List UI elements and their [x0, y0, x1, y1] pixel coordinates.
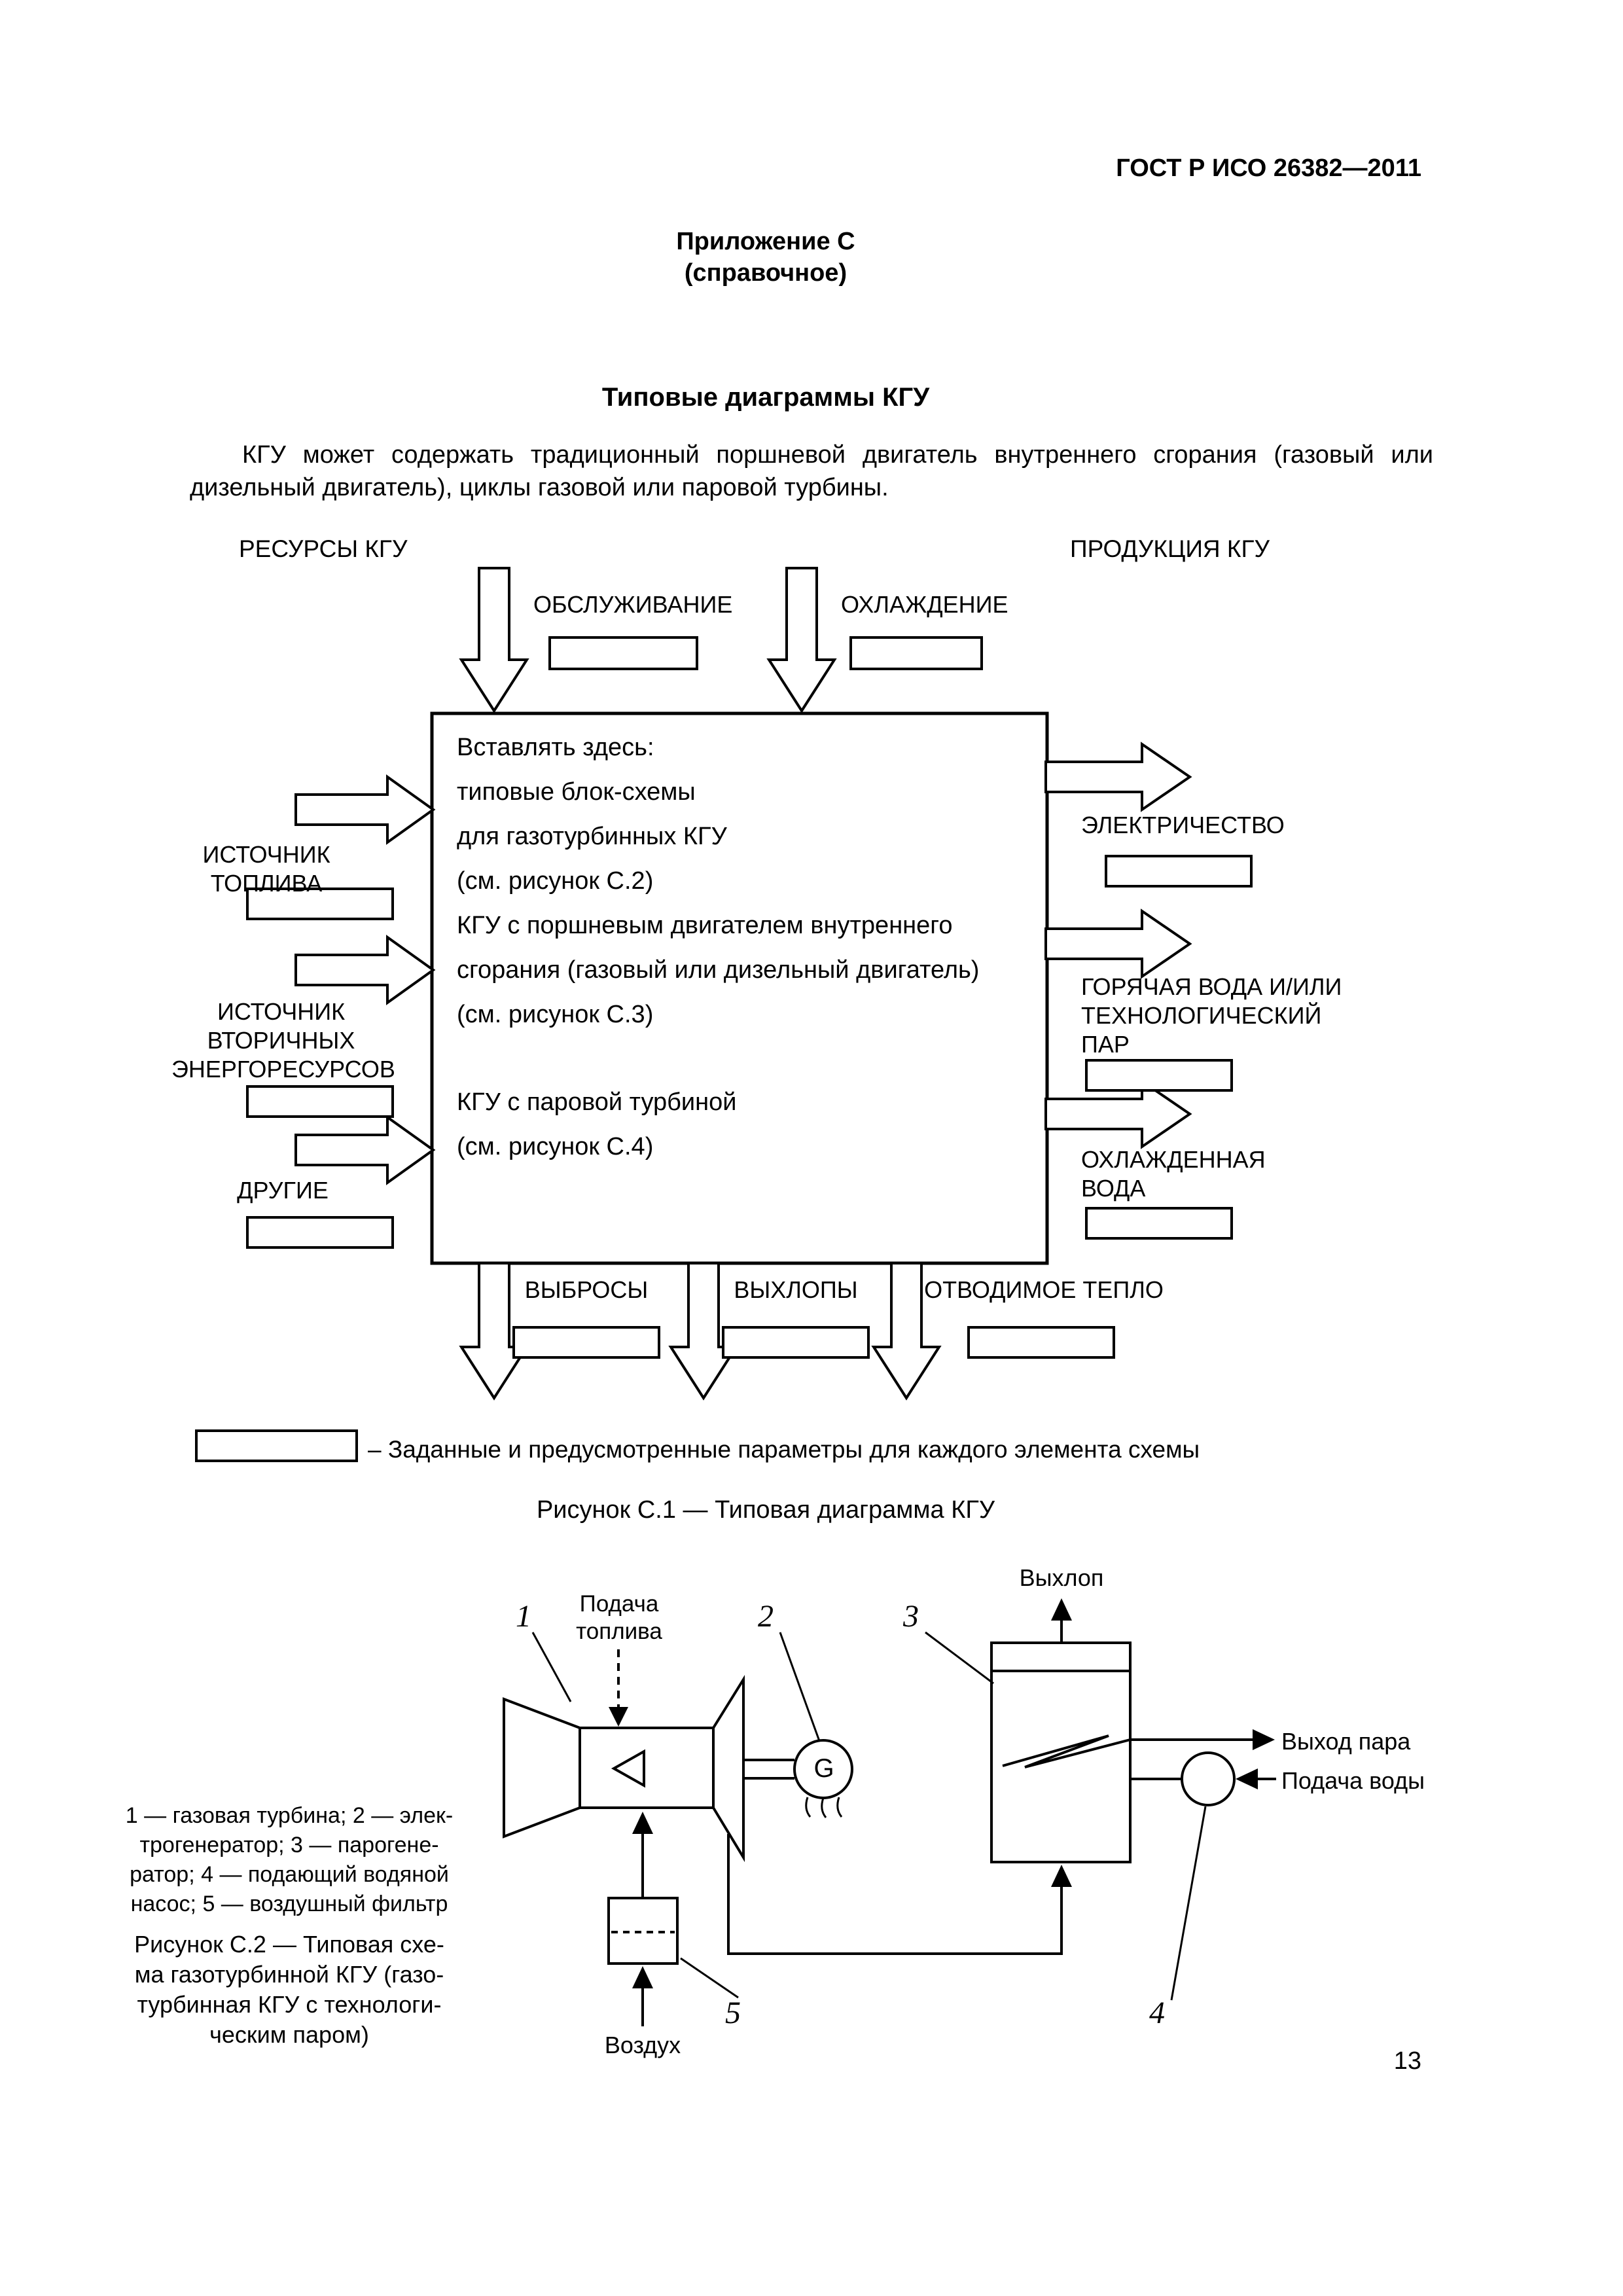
callout-number-2: 2	[758, 1599, 774, 1634]
figure-c1-caption: Рисунок С.1 — Типовая диаграмма КГУ	[536, 1496, 995, 1524]
fuel-source-arrow	[294, 774, 436, 845]
emissions-arrow	[459, 1262, 529, 1401]
appendix-label: Приложение С	[676, 228, 855, 255]
water-in-label: Подача воды	[1281, 1767, 1425, 1794]
param-box-hot-water	[1085, 1059, 1233, 1092]
fig-c2-diagram	[503, 1598, 1276, 2026]
service-label: ОБСЛУЖИВАНИЕ	[533, 591, 733, 618]
chilled-water-label: ОХЛАЖДЕННАЯ ВОДА	[1081, 1146, 1266, 1202]
generator-lead-3	[836, 1797, 843, 1818]
air-filter-box	[607, 1897, 679, 1965]
steam-out-label: Выход пара	[1281, 1728, 1411, 1755]
param-box-service	[548, 636, 698, 670]
param-box-cooling	[849, 636, 983, 670]
fig-c1-diagram	[195, 567, 1253, 1462]
param-box-other	[246, 1216, 394, 1249]
insert-box-line: сгорания (газовый или дизельный двигател…	[457, 956, 980, 984]
leader-2	[779, 1632, 821, 1742]
removed-heat-label: ОТВОДИМОЕ ТЕПЛО	[924, 1276, 1164, 1303]
products-label: ПРОДУКЦИЯ КГУ	[1070, 535, 1270, 562]
compressor-shape	[503, 1697, 581, 1839]
param-box-exhaust	[722, 1326, 870, 1359]
insert-box-text: Вставлять здесь: типовые блок-схемы для …	[457, 725, 1033, 1169]
figure-c2-legend: 1 — газовая турбина; 2 — элек- трогенера…	[125, 1803, 454, 1916]
fuel-supply-label: Подача топлива	[576, 1591, 662, 1644]
callout-number-5: 5	[725, 1996, 741, 2030]
generator-lead-2	[821, 1797, 827, 1818]
param-box-emissions	[512, 1326, 660, 1359]
fuel-arrowhead	[609, 1707, 628, 1727]
service-arrow	[459, 567, 529, 713]
param-box-electricity	[1105, 855, 1253, 888]
generator-letter: G	[813, 1754, 834, 1783]
emissions-label: ВЫБРОСЫ	[524, 1276, 649, 1303]
burner-triangle	[611, 1749, 645, 1788]
secondary-source-arrow	[294, 935, 436, 1005]
param-box-secondary	[246, 1085, 394, 1118]
param-box-fuel	[246, 888, 394, 920]
param-box-removed-heat	[967, 1326, 1115, 1359]
exhaust-duct-arrowhead	[1051, 1865, 1072, 1887]
water-in-arrowhead	[1236, 1768, 1258, 1789]
leader-3	[925, 1631, 994, 1685]
air-inlet-arrowhead	[632, 1966, 653, 1988]
central-box	[430, 711, 1049, 1265]
steam-generator-box	[990, 1641, 1132, 1863]
generator-lead-1	[805, 1797, 812, 1818]
leader-5	[680, 1957, 739, 1999]
insert-box-line: (см. рисунок С.4)	[457, 1133, 654, 1160]
cooling-label: ОХЛАЖДЕНИЕ	[841, 591, 1008, 618]
insert-box-line: (см. рисунок С.3)	[457, 1001, 654, 1028]
other-source-arrow	[294, 1115, 436, 1185]
feed-pump-circle	[1181, 1751, 1236, 1806]
air-label: Воздух	[604, 2032, 681, 2058]
combustor-box	[579, 1727, 715, 1809]
secondary-source-label: ИСТОЧНИК ВТОРИЧНЫХ ЭНЕРГОРЕСУРСОВ	[171, 998, 395, 1083]
chilled-water-arrow	[1044, 1079, 1192, 1149]
appendix-kind: (справочное)	[684, 259, 847, 287]
callout-number-1: 1	[516, 1599, 531, 1634]
callout-number-3: 3	[903, 1599, 919, 1634]
stack-arrowhead	[1051, 1598, 1072, 1621]
electricity-arrow	[1044, 742, 1192, 812]
doc-number: ГОСТ Р ИСО 26382—2011	[1116, 154, 1421, 182]
param-box-chilled-water	[1085, 1207, 1233, 1240]
hot-water-arrow	[1044, 908, 1192, 979]
leader-1	[531, 1632, 572, 1702]
intro-paragraph: КГУ может содержать традиционный поршнев…	[190, 441, 1433, 501]
steam-out-arrowhead	[1253, 1729, 1275, 1750]
insert-box-line: (см. рисунок С.2)	[457, 867, 654, 895]
insert-box-line: КГУ с поршневым двигателем внутреннего	[457, 912, 953, 939]
page-number: 13	[1393, 2047, 1421, 2075]
fuel-source-label: ИСТОЧНИК ТОПЛИВА	[202, 841, 330, 897]
insert-box-line: для газотурбинных КГУ	[457, 823, 727, 850]
insert-box-line: Вставлять здесь:	[457, 734, 654, 761]
cooling-arrow	[766, 567, 837, 713]
figure-c2-caption: Рисунок С.2 — Типовая схе- ма газотурбин…	[134, 1931, 444, 2048]
electricity-label: ЭЛЕКТРИЧЕСТВО	[1081, 812, 1285, 838]
exhaust-arrow	[668, 1262, 739, 1401]
hot-water-label: ГОРЯЧАЯ ВОДА И/ИЛИ ТЕХНОЛОГИЧЕСКИЙ ПАР	[1081, 973, 1342, 1058]
resources-label: РЕСУРСЫ КГУ	[239, 535, 408, 562]
section-title: Типовые диаграммы КГУ	[601, 383, 930, 412]
removed-heat-arrow	[871, 1262, 942, 1401]
turbine-shape	[712, 1674, 745, 1863]
legend-text: – Заданные и предусмотренные параметры д…	[368, 1436, 1200, 1463]
callout-number-4: 4	[1149, 1996, 1165, 2030]
legend-sample-box	[195, 1429, 358, 1462]
heat-exchanger-zigzag	[1002, 1734, 1131, 1768]
exhaust-label: ВЫХЛОПЫ	[734, 1276, 858, 1303]
leader-4	[1170, 1806, 1207, 2001]
insert-box-line: типовые блок-схемы	[457, 778, 696, 806]
insert-box-line: КГУ с паровой турбиной	[457, 1088, 737, 1116]
other-source-label: ДРУГИЕ	[237, 1177, 329, 1204]
stack-exhaust-label: Выхлоп	[1019, 1564, 1104, 1591]
exhaust-duct-line	[727, 1834, 1063, 1955]
filter-to-turbine-arrowhead	[632, 1812, 653, 1834]
